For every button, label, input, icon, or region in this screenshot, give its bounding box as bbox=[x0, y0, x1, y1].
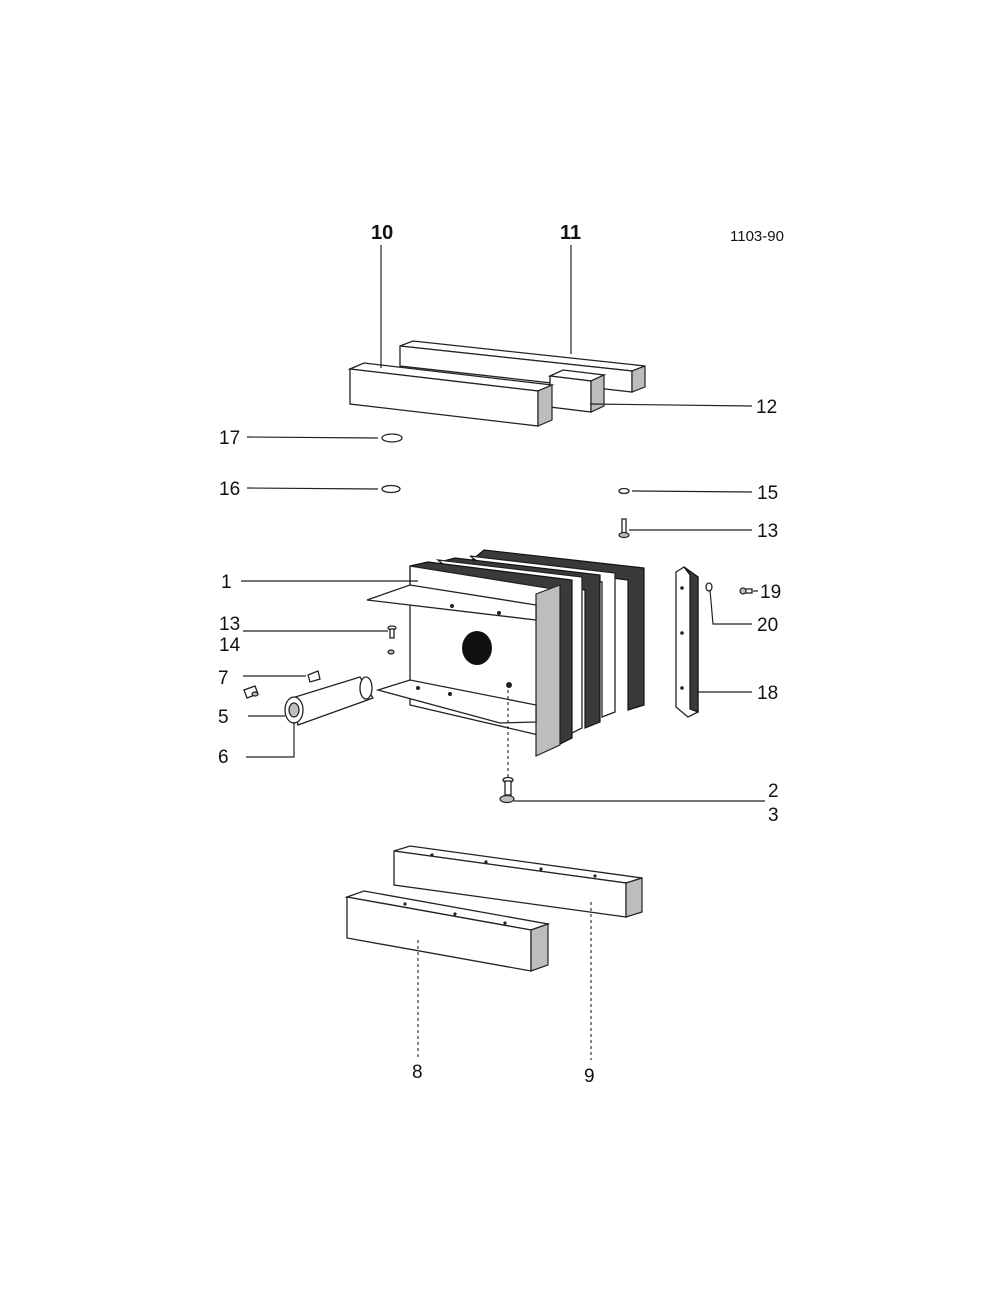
part-7-screws bbox=[243, 670, 321, 699]
housing-hole bbox=[462, 631, 492, 665]
callout-13-left: 13 bbox=[219, 614, 240, 635]
part-13-screw-upper bbox=[618, 518, 630, 539]
part-5-6-roller bbox=[284, 676, 374, 726]
callout-9: 9 bbox=[584, 1066, 595, 1087]
part-2-3-bolt bbox=[499, 776, 515, 804]
part-13-14-screw-nut bbox=[387, 625, 397, 655]
callout-16: 16 bbox=[219, 479, 240, 500]
callout-18: 18 bbox=[757, 683, 778, 704]
callout-10: 10 bbox=[371, 222, 393, 244]
callout-19: 19 bbox=[760, 582, 781, 603]
part-1-housing-assembly bbox=[366, 549, 645, 757]
callout-2: 2 bbox=[768, 781, 779, 802]
callout-7: 7 bbox=[218, 668, 229, 689]
part-9-long-block bbox=[393, 845, 643, 918]
part-18-angle-bracket bbox=[675, 566, 699, 718]
callout-13-upper: 13 bbox=[757, 521, 778, 542]
callout-14: 14 bbox=[219, 635, 241, 656]
part-10-long-block bbox=[347, 362, 555, 427]
callout-5: 5 bbox=[218, 707, 229, 728]
drawing-number: 1103-90 bbox=[730, 228, 784, 245]
callout-17: 17 bbox=[219, 428, 240, 449]
callout-20: 20 bbox=[757, 615, 778, 636]
part-17-washer bbox=[381, 433, 403, 443]
part-16-washer bbox=[381, 484, 401, 494]
part-8-long-block bbox=[344, 890, 551, 972]
part-12-short-block bbox=[547, 369, 607, 413]
callout-12: 12 bbox=[756, 397, 777, 418]
callout-3: 3 bbox=[768, 805, 779, 826]
callout-6: 6 bbox=[218, 747, 229, 768]
part-19-20-screw-washer bbox=[705, 582, 753, 595]
callout-11: 11 bbox=[560, 222, 581, 244]
callout-15: 15 bbox=[757, 483, 778, 504]
callout-8: 8 bbox=[412, 1062, 423, 1083]
leader-lines bbox=[241, 245, 765, 1060]
callout-1: 1 bbox=[221, 572, 232, 593]
part-15-washer bbox=[618, 487, 630, 495]
